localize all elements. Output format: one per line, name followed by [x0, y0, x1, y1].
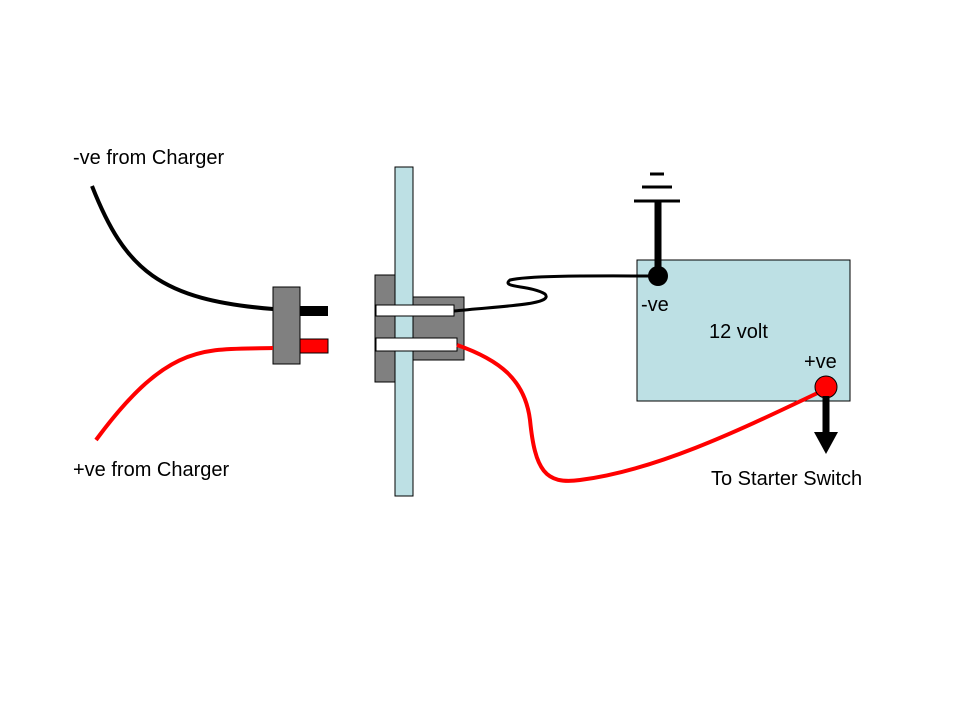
- starter-arrow-icon: [814, 432, 838, 454]
- charger-positive-wire: [94, 346, 274, 442]
- socket-housing: [374, 274, 396, 383]
- label-battery-voltage: 12 volt: [709, 321, 768, 343]
- plug-pin-negative: [300, 306, 328, 316]
- charger-negative-wire: [90, 185, 274, 311]
- socket-slot-positive: [375, 337, 458, 352]
- battery: [636, 259, 851, 402]
- label-battery-negative: -ve: [641, 294, 669, 316]
- battery-negative-terminal: [648, 266, 668, 286]
- socket-slot-negative: [375, 304, 455, 317]
- socket-to-battery-negative-wire: [453, 274, 659, 313]
- label-positive-from-charger: +ve from Charger: [73, 459, 230, 481]
- charger-plug: [272, 286, 301, 365]
- socket-to-battery-positive-wire: [456, 343, 827, 483]
- label-battery-positive: +ve: [804, 351, 837, 373]
- battery-positive-terminal: [814, 375, 838, 399]
- plug-pin-positive: [299, 338, 329, 354]
- label-negative-from-charger: -ve from Charger: [73, 147, 225, 169]
- mounting-panel: [394, 166, 414, 497]
- label-to-starter-switch: To Starter Switch: [711, 468, 863, 490]
